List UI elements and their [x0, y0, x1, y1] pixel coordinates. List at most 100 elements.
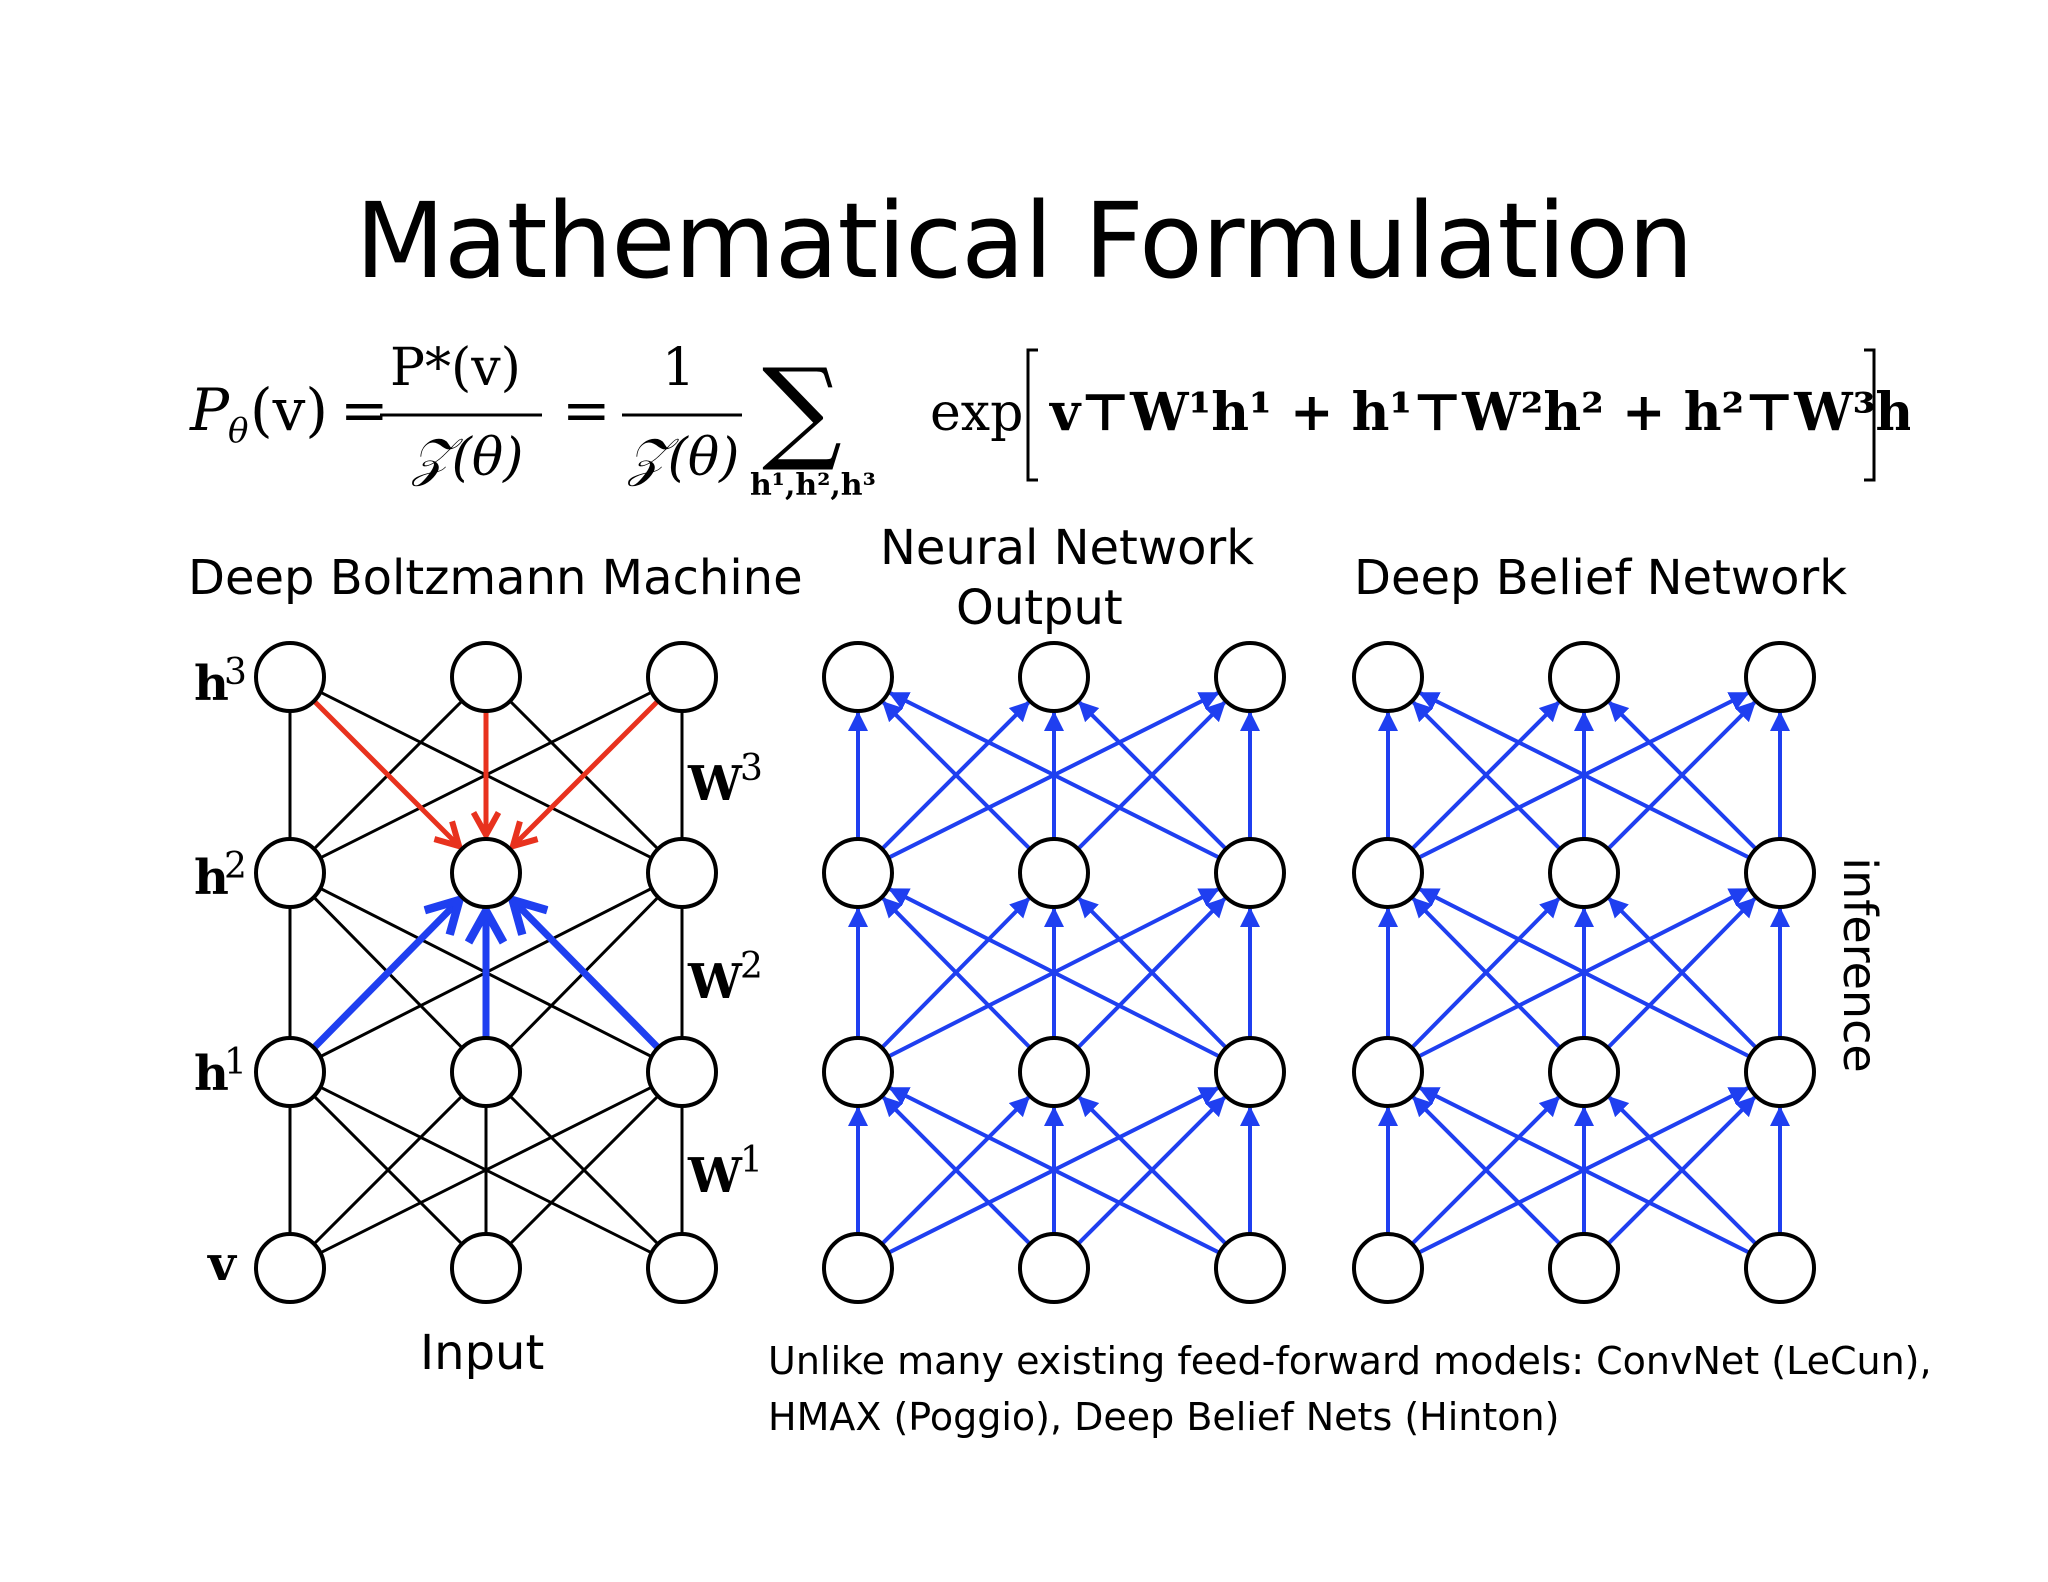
dbn-node-r0-c1 — [1548, 641, 1620, 713]
caption: Unlike many existing feed-forward models… — [768, 1333, 1932, 1445]
formula-frac1-num: P*(v) — [390, 338, 521, 398]
nn-node-r2-c0 — [822, 1036, 894, 1108]
dbm-node-r0-c0 — [254, 641, 326, 713]
dbn-node-r1-c1 — [1548, 837, 1620, 909]
dbn-node-r3-c2 — [1744, 1232, 1816, 1304]
nn-network — [822, 641, 1286, 1304]
nn-edge-l1-2-1 — [1078, 701, 1228, 851]
label-h2: h — [194, 850, 229, 906]
dbm-node-r2-c2 — [646, 1036, 718, 1108]
dbm-node-r3-c2 — [646, 1232, 718, 1304]
nn-node-r1-c2 — [1214, 837, 1286, 909]
input-label: Input — [420, 1325, 545, 1381]
dbn-edge-l3-2-0 — [1418, 1086, 1751, 1255]
formula-bracket-left — [1026, 348, 1038, 482]
caption-line1: Unlike many existing feed-forward models… — [768, 1339, 1932, 1383]
nn-edge-l3-1-0 — [882, 1096, 1032, 1246]
dbm-node-r0-c1 — [450, 641, 522, 713]
dbm-edge-l3-2-1 — [508, 1094, 660, 1246]
formula-exp: exp — [930, 383, 1023, 443]
dbm-node-r3-c0 — [254, 1232, 326, 1304]
dbn-edge-l3-1-0 — [1412, 1096, 1562, 1246]
nn-node-r3-c1 — [1018, 1232, 1090, 1304]
dbn-edge-l1-1-0 — [1412, 701, 1562, 851]
heading-dbm: Deep Boltzmann Machine — [188, 550, 803, 606]
nn-edge-l1-1-0 — [882, 701, 1032, 851]
label-v: v — [207, 1236, 238, 1292]
nn-node-r3-c2 — [1214, 1232, 1286, 1304]
dbn-node-r2-c1 — [1548, 1036, 1620, 1108]
dbm-bottomup-arrow-0 — [311, 900, 459, 1051]
dbm-network — [254, 641, 718, 1304]
formula-bracket-right — [1864, 348, 1876, 482]
dbm-edge-l3-1-0 — [312, 1094, 464, 1246]
caption-line2: HMAX (Poggio), Deep Belief Nets (Hinton) — [768, 1395, 1560, 1439]
dbn-edge-l2-2-1 — [1607, 897, 1758, 1050]
label-w1-sup: 1 — [740, 1140, 763, 1181]
dbm-node-r2-c1 — [450, 1036, 522, 1108]
formula-frac2-den: 𝒵(θ) — [627, 428, 739, 488]
dbm-bottomup-arrow-2 — [513, 900, 661, 1051]
nn-node-r3-c0 — [822, 1232, 894, 1304]
nn-node-r0-c1 — [1018, 641, 1090, 713]
formula: P θ (v) = P*(v) 𝒵(θ) = 1 𝒵(θ) ∑ h¹,h²,h³… — [189, 338, 1910, 503]
label-w1: W — [687, 1148, 743, 1204]
label-h2-sup: 2 — [224, 846, 247, 887]
dbn-node-r1-c2 — [1744, 837, 1816, 909]
dbn-node-r0-c0 — [1352, 641, 1424, 713]
nn-edge-l2-2-0 — [888, 887, 1221, 1059]
formula-sum-symbol: ∑ — [762, 345, 842, 475]
label-h1-sup: 1 — [224, 1042, 247, 1083]
heading-nn-line1: Neural Network — [880, 520, 1255, 576]
weight-labels: W 3 W 2 W 1 — [687, 748, 763, 1204]
nn-node-r0-c0 — [822, 641, 894, 713]
dbn-network — [1352, 641, 1816, 1304]
heading-nn-line2: Output — [956, 580, 1123, 636]
formula-frac2-num: 1 — [662, 338, 695, 398]
inference-label: inference — [1833, 857, 1887, 1073]
nn-node-r2-c1 — [1018, 1036, 1090, 1108]
dbm-node-r1-c1 — [450, 837, 522, 909]
nn-edge-l2-1-0 — [881, 897, 1032, 1050]
formula-lhs-arg: (v) — [250, 376, 328, 444]
dbm-node-r1-c0 — [254, 837, 326, 909]
label-w2: W — [687, 954, 743, 1010]
nn-edge-l1-2-0 — [888, 691, 1221, 860]
formula-eq-2: = — [562, 376, 611, 444]
heading-dbn: Deep Belief Network — [1354, 550, 1847, 606]
formula-frac1-den: 𝒵(θ) — [411, 428, 523, 488]
dbm-node-r0-c2 — [646, 641, 718, 713]
label-w3: W — [687, 756, 743, 812]
label-h3-sup: 3 — [224, 652, 247, 693]
label-w2-sup: 2 — [740, 946, 763, 987]
dbm-topdown-arrow-2 — [513, 699, 660, 846]
label-w3-sup: 3 — [740, 748, 763, 789]
dbn-edge-l1-2-1 — [1608, 701, 1758, 851]
formula-lhs-sub: θ — [228, 411, 248, 451]
formula-lhs-p: P — [189, 376, 230, 444]
dbn-edge-l2-1-0 — [1411, 897, 1562, 1050]
nn-node-r1-c1 — [1018, 837, 1090, 909]
dbn-node-r2-c0 — [1352, 1036, 1424, 1108]
nn-node-r0-c2 — [1214, 641, 1286, 713]
dbn-node-r0-c2 — [1744, 641, 1816, 713]
nn-node-r1-c0 — [822, 837, 894, 909]
formula-bracket-content: v⊤W¹h¹ + h¹⊤W²h² + h²⊤W³h³ — [1049, 382, 1910, 443]
dbn-edge-l1-2-0 — [1418, 691, 1751, 860]
dbm-node-r1-c2 — [646, 837, 718, 909]
label-h3: h — [194, 656, 229, 712]
nn-node-r2-c2 — [1214, 1036, 1286, 1108]
dbn-edge-l2-2-0 — [1418, 887, 1751, 1059]
dbn-node-r1-c0 — [1352, 837, 1424, 909]
nn-edge-l2-2-1 — [1077, 897, 1228, 1050]
formula-eq-1: = — [340, 376, 389, 444]
dbn-edge-l3-2-1 — [1608, 1096, 1758, 1246]
dbm-edge-l3-2-0 — [319, 1085, 653, 1255]
dbm-node-r3-c1 — [450, 1232, 522, 1304]
formula-lhs: P θ (v) — [189, 376, 328, 451]
nn-edge-l3-2-1 — [1078, 1096, 1228, 1246]
dbn-node-r3-c1 — [1548, 1232, 1620, 1304]
dbn-node-r2-c2 — [1744, 1036, 1816, 1108]
nn-edge-l3-2-0 — [888, 1086, 1221, 1255]
